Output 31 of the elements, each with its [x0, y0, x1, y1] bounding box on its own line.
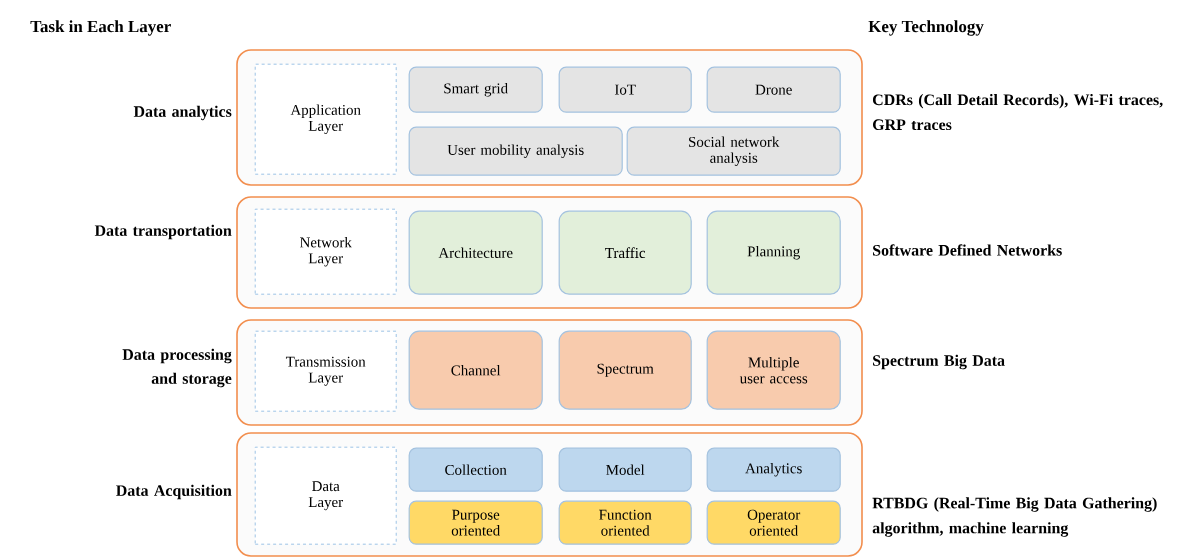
- layer-box: Data Layer: [254, 446, 397, 545]
- item-box: Drone: [706, 66, 841, 113]
- technology-label: CDRs (Call Detail Records), Wi-Fi traces, GRP traces: [873, 93, 1163, 131]
- item-box: Analytics: [706, 447, 841, 492]
- technology-label: Software Defined Networks: [873, 244, 1062, 256]
- technology-label: RTBDG (Real-Time Big Data Gathering) algorithm, machine learning: [872, 497, 1157, 537]
- column-heading: Key Technology: [868, 20, 984, 36]
- layer-box: Application Layer: [254, 63, 397, 175]
- item-box: Spectrum: [558, 330, 692, 410]
- layer-box: Transmission Layer: [254, 330, 397, 412]
- item-box: Traffic: [558, 210, 692, 295]
- item-box: Collection: [408, 447, 543, 492]
- item-box: Purpose oriented: [408, 500, 543, 545]
- item-box: Multiple user access: [706, 330, 841, 410]
- column-heading: Task in Each Layer: [30, 20, 171, 36]
- item-box: Smart grid: [408, 66, 543, 113]
- item-box: Planning: [706, 210, 841, 295]
- item-box: Architecture: [408, 210, 543, 295]
- technology-label: Spectrum Big Data: [873, 354, 1005, 370]
- layer-box: Network Layer: [254, 208, 397, 295]
- item-box: Social network analysis: [626, 126, 841, 176]
- item-box: Model: [558, 447, 692, 492]
- task-label: Data transportation: [94, 224, 232, 240]
- item-box: Operator oriented: [706, 500, 841, 545]
- task-label: Data processing and storage: [122, 348, 232, 388]
- item-box: IoT: [558, 66, 692, 113]
- item-box: Function oriented: [558, 500, 692, 545]
- task-label: Data Acquisition: [116, 484, 232, 500]
- task-label: Data analytics: [133, 105, 232, 121]
- item-box: Channel: [408, 330, 543, 410]
- item-box: User mobility analysis: [408, 126, 623, 176]
